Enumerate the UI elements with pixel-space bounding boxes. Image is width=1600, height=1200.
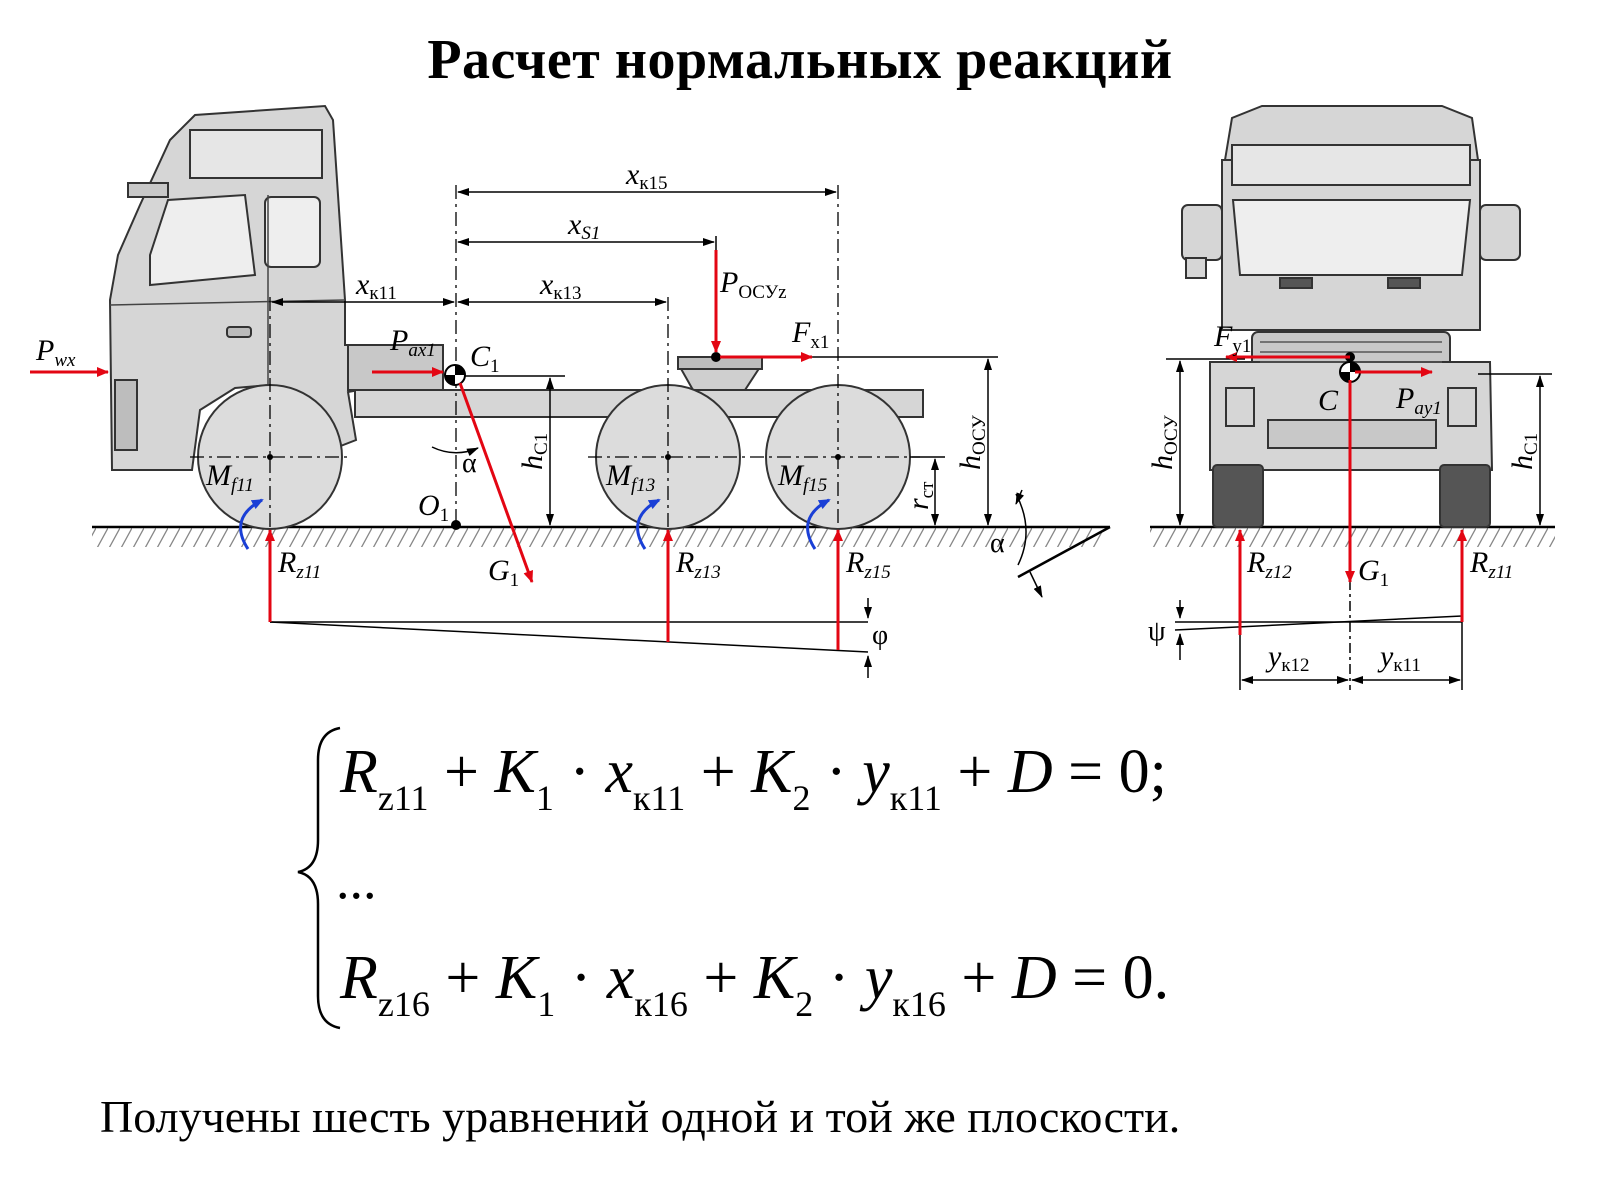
label-rz13: Rz13 <box>675 546 721 583</box>
label-mf11: Mf11 <box>205 459 254 496</box>
label-c-front: C <box>1318 384 1339 417</box>
label-fy1: Fy1 <box>1213 320 1251 357</box>
svg-text:Rz11 + K1 · xк11 + K2 · yк11 +: Rz11 + K1 · xк11 + K2 · yк11 + D = 0; <box>339 738 1167 818</box>
label-hosu-front: hОСУ <box>1146 415 1182 470</box>
label-xs1: xS1 <box>567 208 600 244</box>
label-mf15: Mf15 <box>777 459 827 496</box>
front-forces <box>1225 352 1467 635</box>
label-alpha-2: α <box>990 528 1005 559</box>
front-labels: Fy1 C Pay1 G1 Rz12 Rz11 hОСУ hC1 yк12 yк… <box>1146 320 1542 676</box>
slide-title: Расчет нормальных реакций <box>427 29 1173 91</box>
moment-mf15-arrow <box>806 498 831 550</box>
label-psi: ψ <box>1148 616 1166 647</box>
label-rst: rст <box>902 481 938 510</box>
label-hosu: hОСУ <box>954 415 990 470</box>
label-alpha-1: α <box>462 448 477 479</box>
label-yk11: yк11 <box>1377 640 1421 676</box>
label-pay1: Pay1 <box>1395 382 1442 419</box>
label-rz11: Rz11 <box>277 546 321 583</box>
equation-ellipsis: ... <box>336 850 377 910</box>
side-labels: Pwx Pax1 C1 O1 PОСУz Fx1 G1 xк15 xS1 xк1… <box>35 158 1005 651</box>
front-view: Fy1 C Pay1 G1 Rz12 Rz11 hОСУ hC1 yк12 yк… <box>1146 105 1555 690</box>
label-phi: φ <box>872 620 888 651</box>
label-g1-front: G1 <box>1358 554 1389 591</box>
label-o1: O1 <box>418 489 449 526</box>
label-rz12: Rz12 <box>1246 546 1292 583</box>
label-g1: G1 <box>488 554 519 591</box>
moment-mf13-arrow <box>636 498 661 550</box>
label-xk13: xк13 <box>539 268 582 304</box>
label-yk12: yк12 <box>1265 640 1310 676</box>
equation-last: Rz16 + K1 · xк16 + K2 · yк16 + D = 0. <box>339 944 1169 1024</box>
front-dimensions <box>1166 358 1552 690</box>
label-pax1: Pax1 <box>389 324 436 361</box>
force-g1-arrow <box>458 382 534 583</box>
label-mf13: Mf13 <box>605 459 655 496</box>
label-fx1: Fx1 <box>791 316 829 353</box>
mass-center-c1 <box>444 364 466 386</box>
label-hc1-front: hC1 <box>1506 433 1542 470</box>
label-hc1: hC1 <box>516 433 552 470</box>
moment-mf11-arrow <box>239 498 264 550</box>
label-xk15: xк15 <box>625 158 668 194</box>
mass-center-c-front <box>1339 361 1361 383</box>
svg-text:Rz16 + K1 · xк16 + K2 · yк16 +: Rz16 + K1 · xк16 + K2 · yк16 + D = 0. <box>339 944 1169 1024</box>
axle-centerlines <box>190 185 920 527</box>
side-forces <box>30 250 843 650</box>
label-rz15: Rz15 <box>845 546 891 583</box>
label-xk11: xк11 <box>355 268 397 304</box>
label-c1: C1 <box>470 340 500 377</box>
label-pwx: Pwx <box>35 334 76 371</box>
caption: Получены шесть уравнений одной и той же … <box>100 1091 1181 1142</box>
equation-first: Rz11 + K1 · xк11 + K2 · yк11 + D = 0; <box>339 738 1167 818</box>
label-posuz: PОСУz <box>719 266 787 303</box>
side-view: Pwx Pax1 C1 O1 PОСУz Fx1 G1 xк15 xS1 xк1… <box>30 104 1111 678</box>
label-rz11-front: Rz11 <box>1469 546 1513 583</box>
system-brace <box>297 726 341 1030</box>
side-moments <box>239 498 831 550</box>
